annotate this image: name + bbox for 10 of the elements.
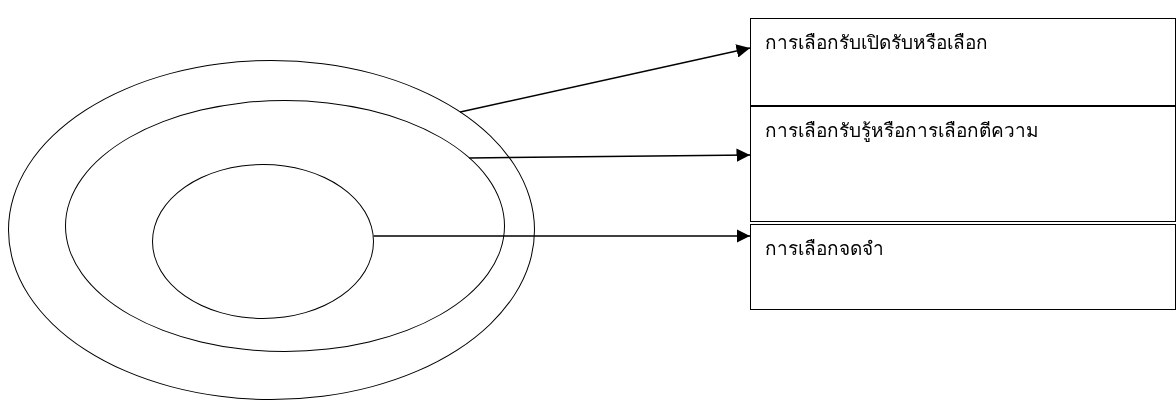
ring-ellipse — [152, 164, 374, 319]
arrow — [459, 44, 751, 113]
label-box — [750, 106, 1176, 222]
arrow — [372, 229, 751, 243]
box-text: การเลือกจดจำ — [765, 236, 885, 261]
box-text: การเลือกรับรู้หรือการเลือกตีความ — [765, 118, 1040, 144]
arrow — [468, 148, 751, 162]
label-box — [750, 18, 1176, 106]
label-box — [750, 224, 1176, 310]
box-text: การเลือกรับเปิดรับหรือเลือก — [765, 30, 989, 55]
